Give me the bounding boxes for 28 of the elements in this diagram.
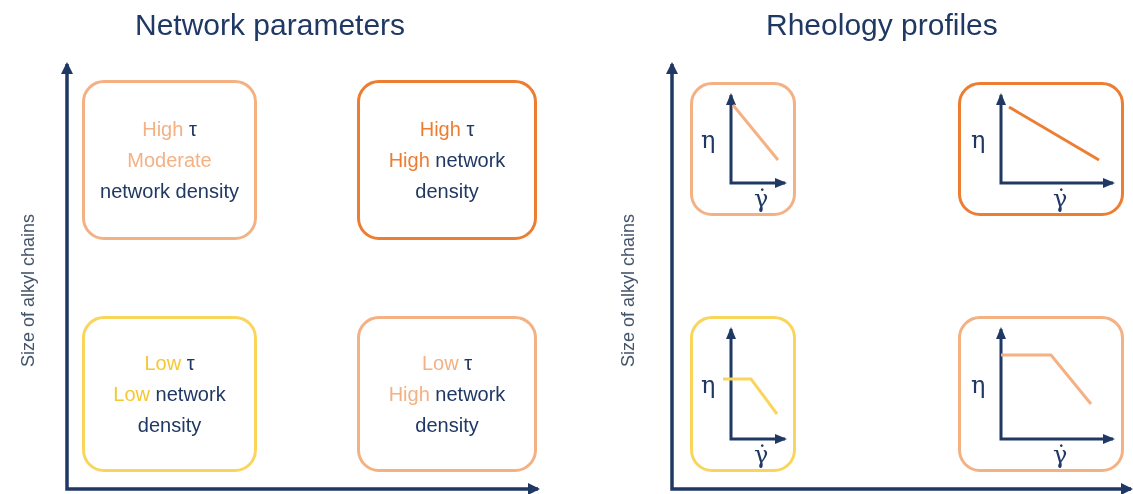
heading: Network parameters — [135, 8, 406, 42]
box-text: High τ — [419, 116, 475, 142]
symbol-label: γ̇ — [754, 187, 769, 211]
heading: Rheology profiles — [766, 8, 998, 42]
box-text: Moderate network density — [99, 147, 240, 204]
box-text: High τ — [142, 116, 197, 142]
rounded-box — [958, 316, 1124, 472]
symbol-label: η — [701, 373, 716, 397]
rounded-box — [690, 316, 796, 472]
rounded-box — [357, 80, 537, 240]
box-text: High network density — [387, 381, 507, 438]
box-text: Low τ — [421, 350, 473, 376]
rounded-box — [690, 82, 796, 216]
axis-label: Size of alkyl chains — [17, 213, 39, 367]
rounded-box — [958, 82, 1124, 216]
rounded-box — [357, 316, 537, 472]
symbol-label: γ̇ — [1053, 187, 1068, 211]
rounded-box — [82, 316, 257, 472]
box-text: Low network density — [112, 381, 227, 438]
rounded-box — [82, 80, 257, 240]
symbol-label: η — [971, 128, 986, 152]
symbol-label: η — [701, 128, 716, 152]
symbol-label: γ̇ — [754, 443, 769, 467]
axis-label: Size of alkyl chains — [617, 213, 639, 367]
symbol-label: η — [971, 373, 986, 397]
box-text: Low τ — [144, 350, 195, 376]
box-text: High network density — [387, 147, 507, 204]
symbol-label: γ̇ — [1053, 443, 1068, 467]
